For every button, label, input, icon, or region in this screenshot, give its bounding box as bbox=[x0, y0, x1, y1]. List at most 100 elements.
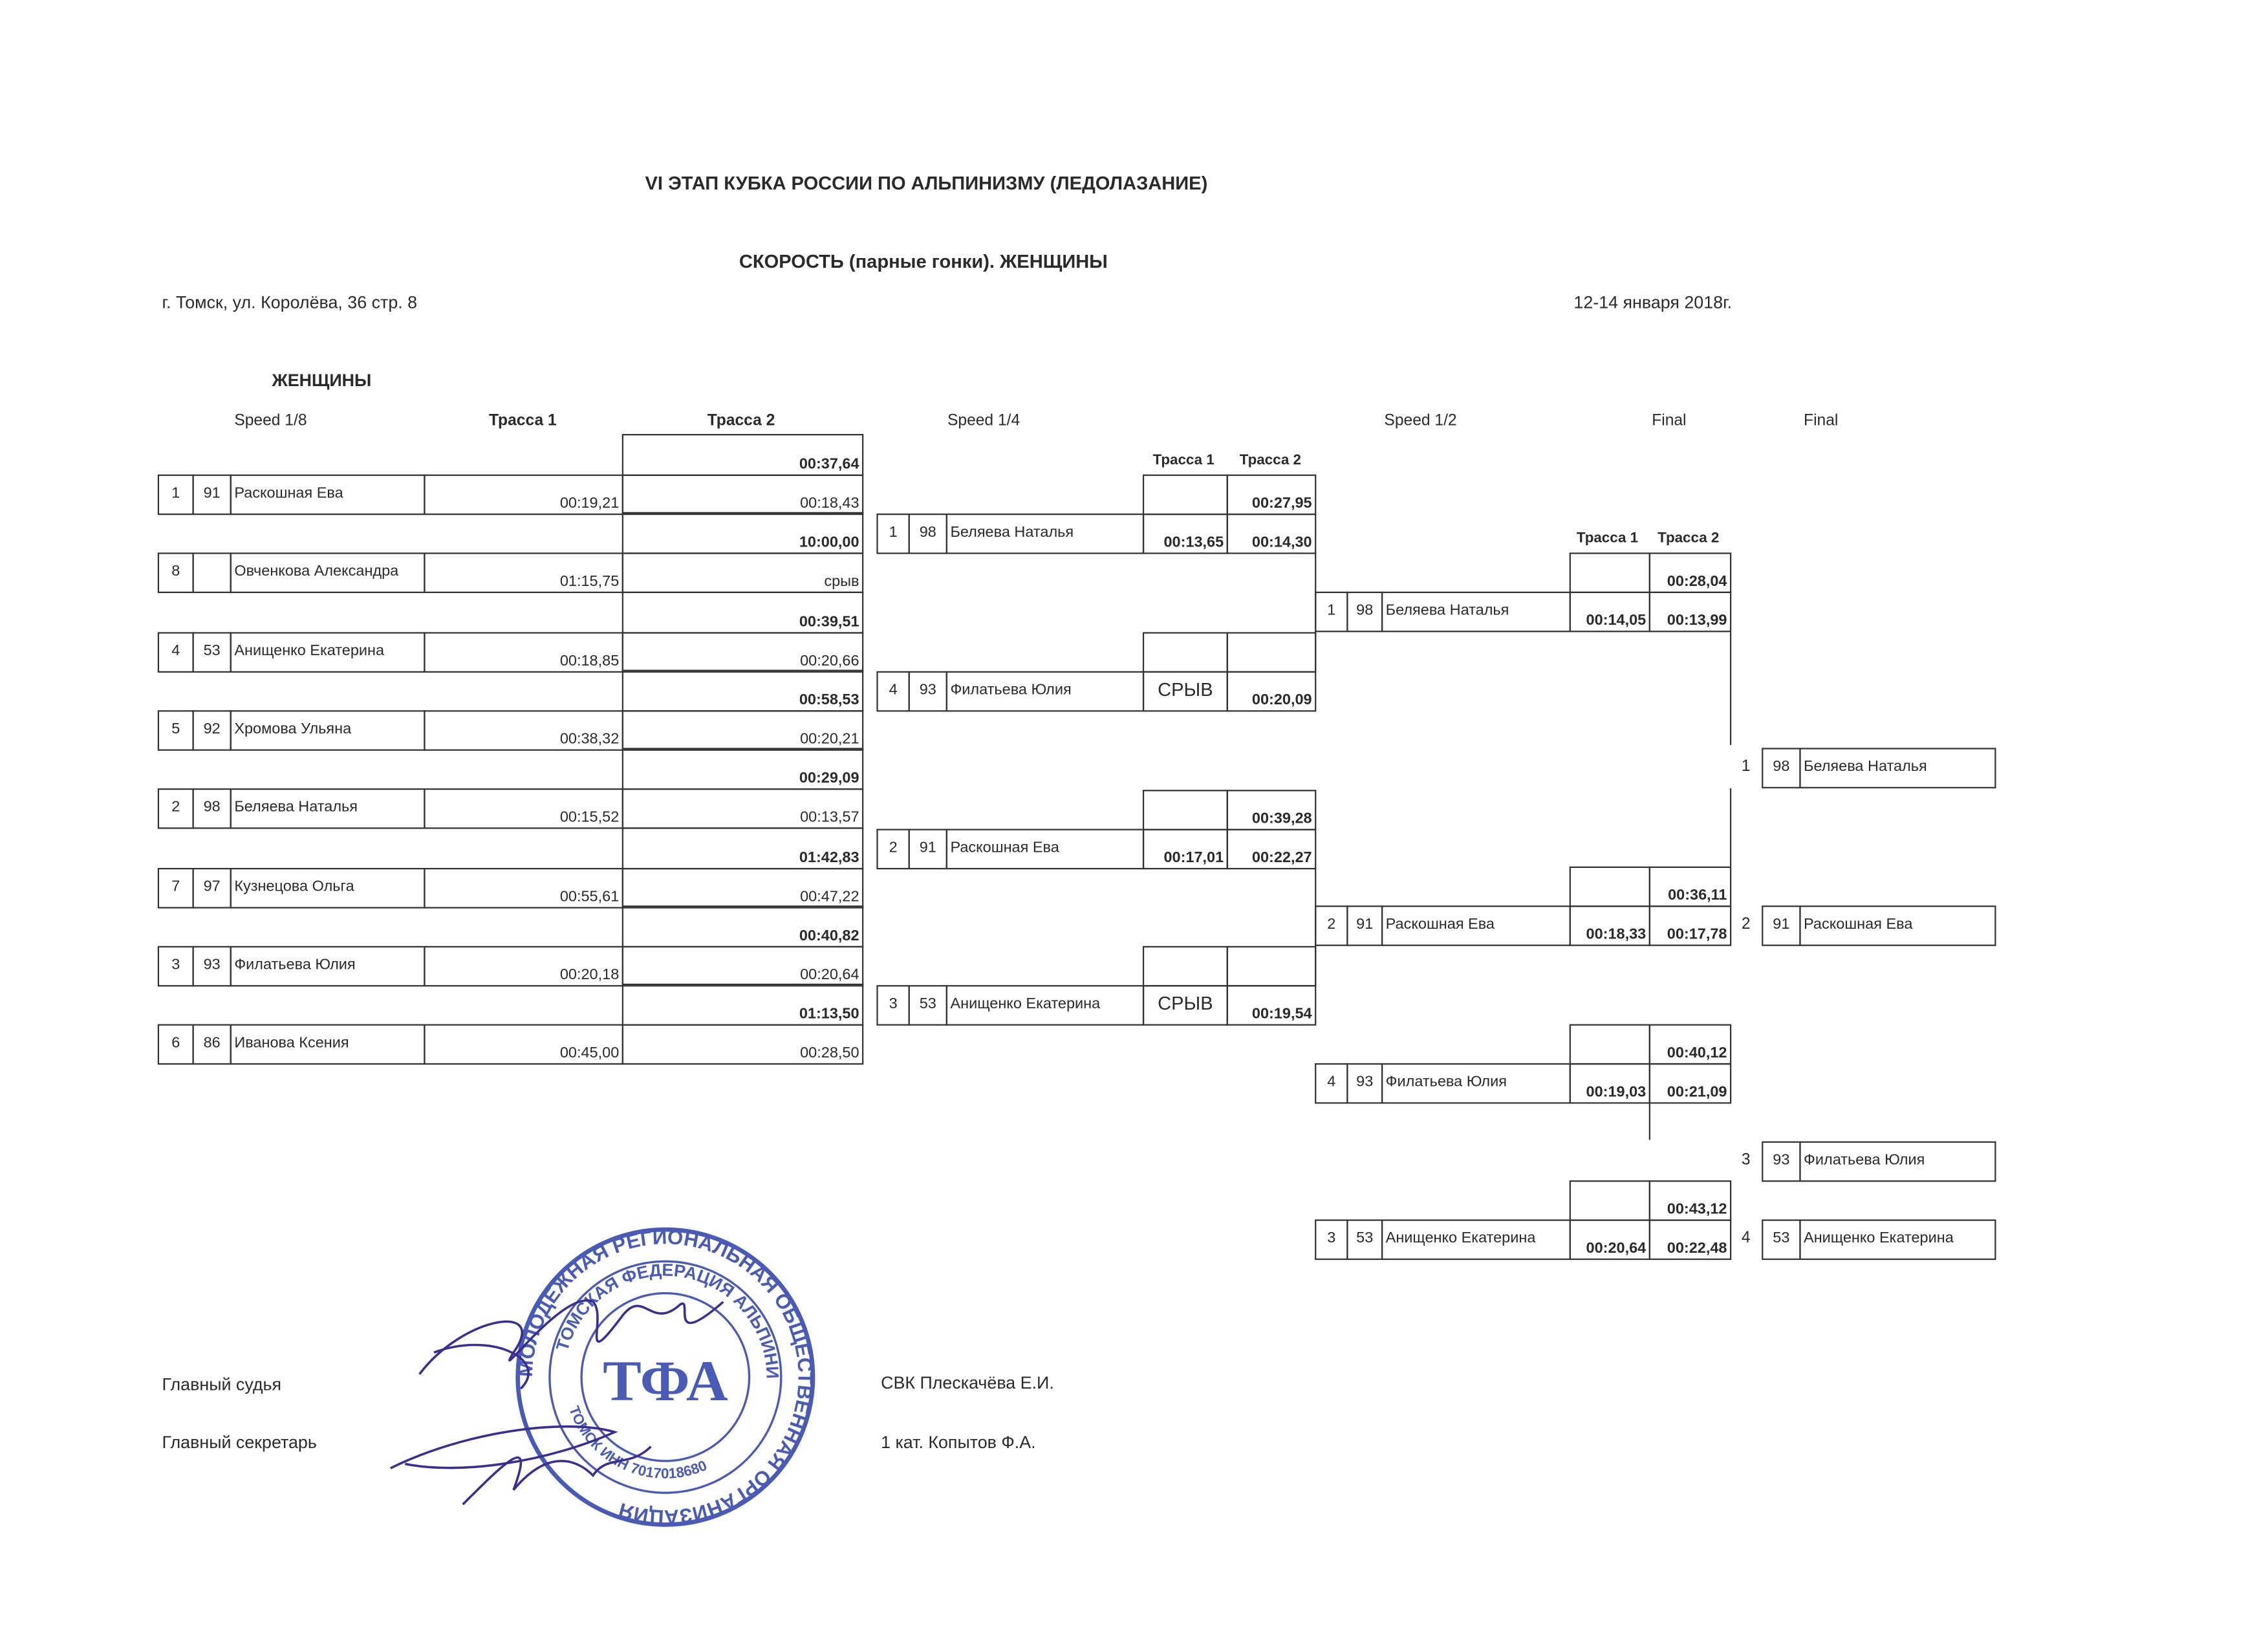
qf-track1-text: СРЫВ bbox=[1158, 678, 1213, 700]
r16-name: Иванова Ксения bbox=[230, 1024, 426, 1065]
r16-track2-text: 00:20,66 bbox=[800, 652, 859, 670]
r16-track1: 01:15,75 bbox=[424, 552, 623, 594]
r16-total-text: 00:58,53 bbox=[799, 691, 859, 709]
r16-seed: 6 bbox=[157, 1024, 194, 1065]
stamp-and-signatures: МОЛОДЕЖНАЯ РЕГИОНАЛЬНАЯ ОБЩЕСТВЕННАЯ ОРГ… bbox=[376, 1215, 817, 1529]
sf-seed: 4 bbox=[1315, 1063, 1348, 1104]
sf-seed-text: 2 bbox=[1327, 915, 1336, 933]
sf-name-text: Беляева Наталья bbox=[1385, 601, 1509, 620]
r16-total: 00:29,09 bbox=[621, 748, 864, 790]
qf-bib: 91 bbox=[908, 828, 947, 870]
r16-bib bbox=[192, 552, 232, 594]
r16-seed-text: 7 bbox=[171, 878, 180, 896]
sf-track1-text: 00:20,64 bbox=[1586, 1239, 1647, 1257]
r16-seed: 7 bbox=[157, 867, 194, 909]
r16-track2: 00:20,21 bbox=[621, 710, 864, 751]
r16-name: Кузнецова Ольга bbox=[230, 867, 426, 909]
col-sf-track2: Трасса 2 bbox=[1658, 530, 1720, 547]
secretary-label: Главный секретарь bbox=[162, 1432, 317, 1453]
r16-track1: 00:38,32 bbox=[424, 710, 623, 751]
r16-seed-text: 2 bbox=[171, 798, 180, 816]
sf-total: 00:28,04 bbox=[1648, 552, 1732, 594]
sf-bib: 93 bbox=[1346, 1063, 1383, 1104]
r16-bib-text: 53 bbox=[203, 642, 221, 660]
r16-name-text: Раскошная Ева bbox=[234, 484, 343, 503]
qf-track2: 00:14,30 bbox=[1226, 513, 1317, 554]
r16-total: 00:39,51 bbox=[621, 591, 864, 634]
r16-name: Беляева Наталья bbox=[230, 788, 426, 829]
sf-total: 00:40,12 bbox=[1648, 1024, 1732, 1065]
final-bib-text: 98 bbox=[1773, 757, 1790, 775]
r16-track2: 00:47,22 bbox=[621, 867, 864, 909]
location: г. Томск, ул. Королёва, 36 стр. 8 bbox=[162, 292, 418, 313]
r16-track2: 00:20,64 bbox=[621, 946, 864, 987]
qf-track2: 00:19,54 bbox=[1226, 985, 1317, 1026]
sf-seed: 1 bbox=[1315, 591, 1348, 633]
sf-seed-text: 1 bbox=[1327, 601, 1336, 620]
r16-name: Хромова Ульяна bbox=[230, 710, 426, 751]
qf-track1: 00:17,01 bbox=[1142, 828, 1228, 870]
r16-seed: 3 bbox=[157, 946, 194, 987]
final-place: 2 bbox=[1741, 915, 1751, 933]
qf-seed: 3 bbox=[876, 985, 910, 1026]
r16-seed-text: 4 bbox=[171, 642, 180, 660]
r16-total-text: 00:37,64 bbox=[799, 455, 859, 473]
col-r16-track2: Трасса 2 bbox=[707, 412, 775, 430]
sf-total: 00:36,11 bbox=[1648, 866, 1732, 907]
qf-track2-text: 00:14,30 bbox=[1251, 534, 1312, 552]
r16-track1: 00:15,52 bbox=[424, 788, 623, 829]
sf-bib-text: 53 bbox=[1356, 1229, 1374, 1247]
category-label: ЖЕНЩИНЫ bbox=[272, 370, 372, 391]
r16-name-text: Анищенко Екатерина bbox=[234, 642, 385, 660]
qf-track2: 00:22,27 bbox=[1226, 828, 1317, 870]
r16-track2-text: 00:20,64 bbox=[800, 966, 859, 984]
r16-track2-text: срыв bbox=[824, 572, 859, 590]
r16-track1: 00:18,85 bbox=[424, 632, 623, 673]
final-place: 3 bbox=[1741, 1151, 1751, 1169]
qf-bib: 93 bbox=[908, 671, 947, 712]
qf-name-text: Филатьева Юлия bbox=[950, 681, 1072, 699]
qf-track1-box bbox=[1142, 790, 1228, 830]
col-r16: Speed 1/8 bbox=[234, 412, 307, 430]
r16-seed: 8 bbox=[157, 552, 194, 594]
r16-track1: 00:45,00 bbox=[424, 1024, 623, 1065]
r16-bib: 97 bbox=[192, 867, 232, 909]
qf-name-text: Анищенко Екатерина bbox=[950, 995, 1101, 1013]
r16-bib: 91 bbox=[192, 474, 232, 515]
r16-seed-text: 3 bbox=[171, 956, 180, 974]
qf-track2: 00:20,09 bbox=[1226, 671, 1317, 712]
sf-seed-text: 4 bbox=[1327, 1073, 1336, 1091]
stamp-logo: ТФА bbox=[603, 1349, 728, 1413]
document-subtitle: СКОРОСТЬ (парные гонки). ЖЕНЩИНЫ bbox=[739, 250, 1108, 272]
qf-seed: 1 bbox=[876, 513, 910, 554]
r16-seed-text: 8 bbox=[171, 563, 180, 580]
qf-total bbox=[1226, 946, 1317, 987]
r16-bib: 92 bbox=[192, 710, 232, 751]
qf-track1: 00:13,65 bbox=[1142, 513, 1228, 554]
qf-total: 00:27,95 bbox=[1226, 474, 1317, 515]
sf-total-text: 00:43,12 bbox=[1667, 1200, 1727, 1218]
final-name-text: Беляева Наталья bbox=[1804, 757, 1927, 775]
final-place: 1 bbox=[1741, 757, 1751, 775]
r16-bib-text: 97 bbox=[203, 878, 221, 896]
r16-track2: 00:13,57 bbox=[621, 788, 864, 829]
r16-name-text: Кузнецова Ольга bbox=[234, 878, 354, 896]
qf-bib-text: 91 bbox=[919, 839, 936, 857]
sf-name-text: Филатьева Юлия bbox=[1385, 1073, 1507, 1091]
qf-name: Раскошная Ева bbox=[945, 828, 1145, 870]
col-qf: Speed 1/4 bbox=[947, 412, 1021, 430]
r16-bib: 86 bbox=[192, 1024, 232, 1065]
qf-total-text: 00:27,95 bbox=[1251, 494, 1312, 512]
sf-seed: 2 bbox=[1315, 905, 1348, 946]
judge-label: Главный судья bbox=[162, 1374, 282, 1395]
r16-name: Раскошная Ева bbox=[230, 474, 426, 515]
r16-total-text: 00:40,82 bbox=[799, 927, 859, 945]
r16-total-text: 00:29,09 bbox=[799, 769, 859, 787]
final-bib-text: 93 bbox=[1773, 1151, 1790, 1169]
r16-track1-text: 00:38,32 bbox=[559, 730, 620, 748]
r16-track2-text: 00:18,43 bbox=[800, 494, 859, 512]
sf-total: 00:43,12 bbox=[1648, 1180, 1732, 1221]
final-name: Филатьева Юлия bbox=[1799, 1141, 1996, 1182]
qf-name: Филатьева Юлия bbox=[945, 671, 1145, 712]
r16-name: Анищенко Екатерина bbox=[230, 632, 426, 673]
